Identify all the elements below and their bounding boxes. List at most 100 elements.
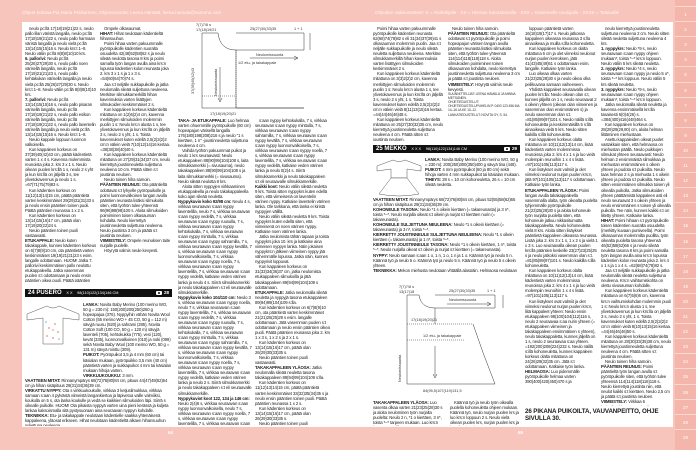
- index-tab[interactable]: 7: [675, 96, 696, 112]
- section-heading: 2. nyppykrs:: [601, 66, 625, 72]
- paragraph-text: neulo pc:llä 17(18)19(21)22 s, neulo pal…: [25, 26, 95, 57]
- paragraph-text: Neulo kuten takakappale, kunnes kädentie…: [25, 237, 97, 282]
- sizes: 98(110)122(134)146 CM: [425, 147, 468, 151]
- index-tab[interactable]: 23: [675, 338, 696, 353]
- diagram-label: 25(27)30(33)35: [250, 27, 276, 31]
- index-tab[interactable]: 26: [675, 383, 696, 399]
- paragraph: Kun kädentien korkeus on 11(12)13(14)15 …: [255, 380, 330, 405]
- index-tab[interactable]: 27: [675, 398, 696, 414]
- diagram-label: 25(27)30(33)35: [449, 289, 475, 293]
- paragraph-text: Kun kappaleen korkeus kädentieltä mitatt…: [373, 71, 443, 117]
- paragraph: 2. nyppykrs: Neulo *4 s, neulo seuraavaa…: [601, 66, 671, 86]
- index-tab[interactable]: 20: [675, 292, 696, 308]
- index-tab[interactable]: 15: [675, 217, 696, 232]
- paragraph: Kun kappaleen korkeus on 31(33)34(36)37 …: [255, 264, 330, 289]
- section-heading: KIERRETTY JOUSTINNEULE TASONA:: [373, 242, 449, 248]
- paragraph: neulo kierrettyä joustinneuletta suljett…: [601, 26, 671, 46]
- diagram-label: 17(18)19(20)21: [411, 318, 437, 322]
- paragraph: Kun lisäykset ovat valmiit ja olet viime…: [525, 167, 598, 187]
- index-tab[interactable]: 28: [675, 413, 696, 429]
- index-tab[interactable]: 17: [675, 247, 696, 263]
- section-heading: VIRKKUUKOUKKU:: [83, 372, 122, 377]
- paragraph-text: Kun kappaleen korkeus on olalta mitattun…: [525, 46, 596, 72]
- paragraph: Nyppykuvio koko 104/110 cm: Neulo 3 s, v…: [178, 295, 252, 396]
- section-heading: VAATTEEN MITAT:: [25, 378, 61, 383]
- paragraph-text: Kun kappaleen korkeus on 31(33)34(36)37 …: [255, 264, 321, 290]
- index-tab[interactable]: 14: [675, 202, 696, 217]
- paragraph-text: Jaa s:t neljälle sukkapuikolle ja jatka …: [100, 81, 169, 107]
- credit-text: LANKATIEDUSTELUT: NOVITA OY, S. 54.: [448, 112, 508, 117]
- paragraph-text: Poimi hihaa varten pakuummalle pyöröpuik…: [373, 26, 442, 72]
- paragraph-text: Kun kappaleen korkeus kädentieltä mitatt…: [601, 333, 671, 360]
- index-tab[interactable]: 5: [675, 66, 696, 81]
- paragraph-text: Mekon miehusta neulotaan yhtäällä alaspä…: [397, 267, 517, 272]
- index-tab[interactable]: 1: [675, 6, 696, 21]
- diagram-label: 17(18)19/21: [196, 28, 216, 32]
- paragraph-text: Kun kappaleen korkeus on 28(29)29(29,80)…: [601, 121, 663, 137]
- paragraph: KOHONEULE TASONA: Neulo *1 s oikein kier…: [373, 207, 520, 222]
- section-heading: VIRKATTU NYPPY:: [25, 388, 62, 394]
- paragraph: PUIKOT: 4 mm pyöröpuikot (60 ja 80 cm) s…: [425, 167, 520, 177]
- index-tab[interactable]: 3: [675, 36, 696, 51]
- paragraph: Neulo pääntien toinen puoli vastaavasti.: [255, 421, 330, 426]
- paragraph-text: Neulo *1 s oikein kiertäen (= takareunas…: [373, 222, 505, 233]
- paragraph-text: Novita Baby Merino (100 merino WO, 50 g …: [83, 302, 171, 353]
- paragraph: Luo oikeaa olkaa varten 21(23)25(28)30 s…: [525, 71, 598, 86]
- paragraph-text: Neulo *1 s oikein kiertäen, 1 n*, toista…: [373, 242, 517, 253]
- index-tab[interactable]: 25: [675, 368, 696, 383]
- index-tab[interactable]: 10: [675, 141, 696, 157]
- paragraph-text: s:aan nyppy kehtokukalla, 7 s, virkkaa s…: [255, 118, 328, 184]
- left-column-1: neulo pc:llä 17(18)19(21)22 s, neulo pal…: [25, 26, 97, 282]
- right-column-4: neulo kierrettyä joustinneuletta suljett…: [601, 26, 671, 406]
- diagram-label: 1 + 1: [487, 289, 496, 293]
- index-tab[interactable]: 19: [675, 277, 696, 293]
- paragraph: Ompele olkasaumat.: [100, 26, 172, 31]
- index-tab[interactable]: 21: [675, 308, 696, 323]
- diagram-label: 84(95,5)107(119)131,5: [423, 389, 462, 393]
- section-heading: LANKA:: [83, 302, 99, 307]
- index-tab[interactable]: 9: [675, 126, 696, 142]
- section-heading: PUIKOT:: [83, 352, 100, 358]
- index-tab[interactable]: 18: [675, 262, 696, 278]
- paragraph-text: Poimi hihaa varten pakuummalle pyöröpuik…: [100, 41, 169, 82]
- paragraph: SUUNNITTELIJAT: LEENA HÄMÄLÄ JA MINNA ME…: [448, 92, 520, 100]
- index-tab[interactable]: 8: [675, 111, 696, 127]
- paragraph: 7. pallorivi: Neulo pc:llä 13(14)15(15)1…: [25, 97, 97, 137]
- paragraph: ETUKAPPALE: Jatka neulomalla sileää neul…: [255, 290, 330, 305]
- paragraph: Jaa s:t neljälle sukkapuikolle ja jatka …: [601, 268, 671, 288]
- right-column-1: Poimi hihaa varten pakuummalle pyöröpuik…: [373, 26, 444, 141]
- index-tab[interactable]: 29: [675, 428, 696, 444]
- paragraph-text: Etu- ja takakappale neulotaan kädentiell…: [25, 413, 166, 426]
- paragraph-text: Neulo väliin sileää neuletta 9 krs. Tois…: [255, 183, 330, 214]
- section-heading: PÄÄNTIEN REUNUS:: [448, 31, 489, 37]
- paragraph-text: Ota pääntieltä odottavat s:t pyöröpuikol…: [448, 31, 520, 82]
- index-tab[interactable]: 4: [675, 51, 696, 66]
- paragraph: Neulo toinen hiha samoin.: [100, 177, 172, 182]
- paragraph: Jatka neulomista tähän tapaan ja toista …: [255, 234, 330, 264]
- index-tab[interactable]: 12: [675, 172, 696, 187]
- paragraph-text: Neulo pääntien toinen puoli vastaavasti.: [25, 227, 78, 238]
- paragraph: PÄÄNTIEN REUNUS: Poimi pääntieltä työn l…: [601, 364, 671, 399]
- paragraph: Kun kappaleen korkeus on olalta mitattun…: [525, 46, 598, 71]
- index-tab[interactable]: 16: [675, 232, 696, 248]
- diagram-label: 17(18)19(20)21: [210, 112, 236, 116]
- index-tab[interactable]: 11: [675, 157, 696, 172]
- sizes: 98(110)122(134)146 CM: [77, 291, 119, 295]
- index-tab[interactable]: 24: [675, 353, 696, 368]
- paragraph: Neulo toinen hiha samoin.: [601, 359, 671, 364]
- paragraph-text: Neulo *1 s oikein kiertäen (= takareunas…: [373, 207, 510, 223]
- index-tab[interactable]: 13: [675, 187, 696, 202]
- paragraph: KIERRETTY JOUSTINNEULE TASONA: Neulo *1 …: [373, 242, 520, 252]
- left-column-4: s:aan nyppy kehtokukalla, 7 s, virkkaa s…: [255, 118, 330, 426]
- paragraph-text: Neulo 3 s, virkkaa seuraavan s:aan nyppy…: [178, 294, 252, 396]
- paragraph-text: Asettu kappaleiden oikeat puolet vastakk…: [601, 137, 671, 218]
- section-heading: TEKNIIKKA:: [373, 267, 397, 272]
- index-tab[interactable]: 22: [675, 323, 696, 338]
- paragraph-text: Neulo kappale loppuun luonnon valkoisell…: [25, 137, 86, 148]
- index-tab[interactable]: 2: [675, 21, 696, 36]
- paragraph-text: Kun kädentien korkeus on 11(12)13(14)15 …: [255, 380, 329, 406]
- paragraph: TAKAKAPPALEEN YLÄOSA: Luo vasenta olkaa …: [373, 400, 445, 426]
- index-tab[interactable]: 6: [675, 81, 696, 97]
- paragraph: PUIKOT: Pyöröpuikot 3,5 ja 4 mm (60 cm) …: [83, 352, 172, 372]
- photo-page: 28: [163, 290, 169, 295]
